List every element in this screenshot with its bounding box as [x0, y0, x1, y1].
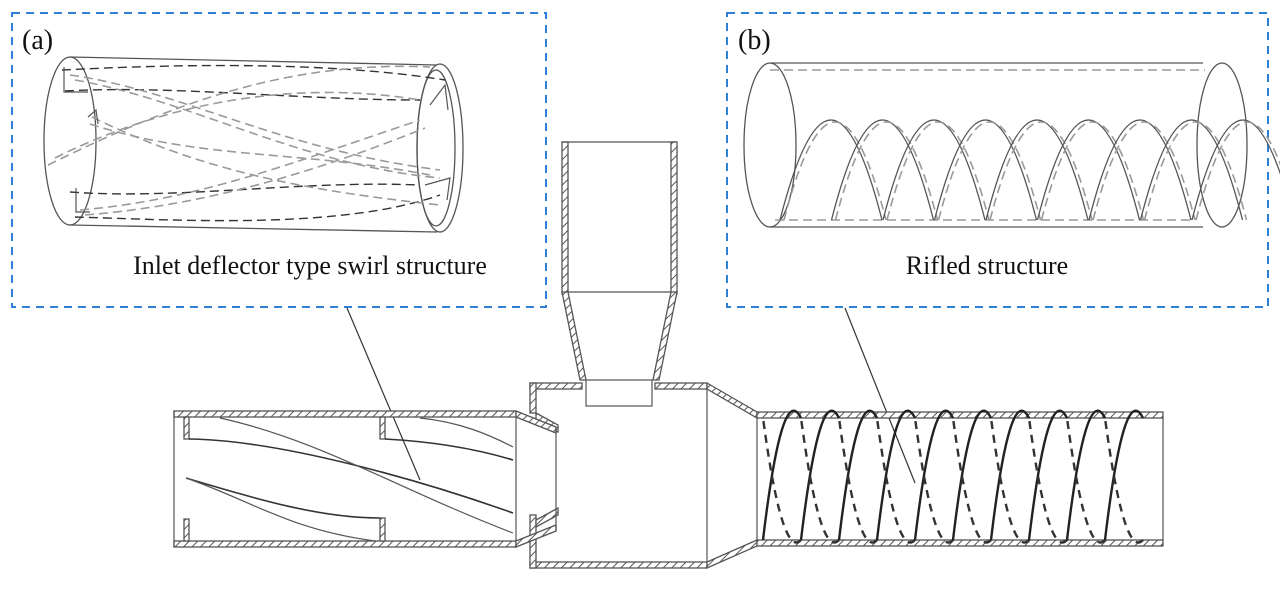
panel-b-frame	[726, 12, 1269, 308]
helix-back	[913, 417, 954, 544]
rifling-groove-solid	[1139, 119, 1244, 221]
rifling-groove-solid	[1191, 119, 1280, 221]
panel-b-label: (b)	[738, 25, 771, 56]
panel-b: (b) Rifled structure	[726, 12, 1280, 308]
helix-back	[1027, 417, 1068, 544]
rifling-helix	[761, 409, 1145, 544]
rifling-groove-solid	[1088, 119, 1192, 221]
swirl-device-cross-section	[173, 141, 1164, 569]
helix-front	[951, 409, 993, 541]
rifling-groove-solid	[779, 119, 883, 221]
rifling-groove-hidden	[1195, 121, 1280, 221]
rifling-groove-solid	[1036, 119, 1141, 221]
rifling-groove-hidden	[937, 121, 1042, 221]
inlet-deflector-tube	[173, 410, 557, 548]
rifling-groove-solid	[882, 119, 986, 221]
rifling-groove-hidden	[1092, 121, 1196, 221]
rifled-cylinder-3d	[743, 62, 1280, 228]
vertical-inlet-pipe	[561, 141, 678, 407]
helix-front	[1027, 409, 1069, 541]
rifling-groove-hidden	[1143, 121, 1248, 221]
helix-back	[1065, 417, 1106, 544]
rifling-groove-hidden	[834, 121, 939, 221]
rifled-outlet-tube	[756, 409, 1164, 547]
helix-back	[1103, 417, 1144, 544]
rifling-groove-hidden	[1040, 121, 1145, 221]
rifling-groove-solid	[985, 119, 1089, 221]
helix-back	[799, 417, 840, 544]
panel-a: (a) Inlet deflec	[11, 12, 547, 308]
rifling-groove-solid	[830, 119, 935, 221]
leader-line-a	[346, 307, 421, 481]
leader-line-b	[844, 307, 916, 484]
helix-front	[875, 409, 917, 541]
helix-front	[799, 409, 841, 541]
helix-front	[1103, 409, 1145, 541]
helix-back	[837, 417, 878, 544]
helix-back	[951, 417, 992, 544]
helix-front	[837, 409, 879, 541]
panel-a-label: (a)	[22, 25, 53, 56]
rifling-groove-hidden	[989, 121, 1093, 221]
rifling-groove-hidden	[886, 121, 990, 221]
rifling-grooves	[779, 119, 1280, 221]
helix-front	[989, 409, 1031, 541]
helix-front	[761, 409, 803, 541]
rifling-groove-solid	[933, 119, 1038, 221]
helix-front	[1065, 409, 1107, 541]
rifling-groove-hidden	[783, 121, 887, 221]
panel-a-frame	[11, 12, 547, 308]
helix-back	[989, 417, 1030, 544]
helix-back	[761, 417, 802, 544]
helix-front	[913, 409, 955, 541]
helix-back	[875, 417, 916, 544]
panel-b-caption: Rifled structure	[906, 251, 1068, 280]
panel-a-caption: Inlet deflector type swirl structure	[133, 251, 487, 280]
inlet-deflector-cylinder-3d	[43, 56, 464, 233]
mixing-chamber	[529, 381, 758, 569]
